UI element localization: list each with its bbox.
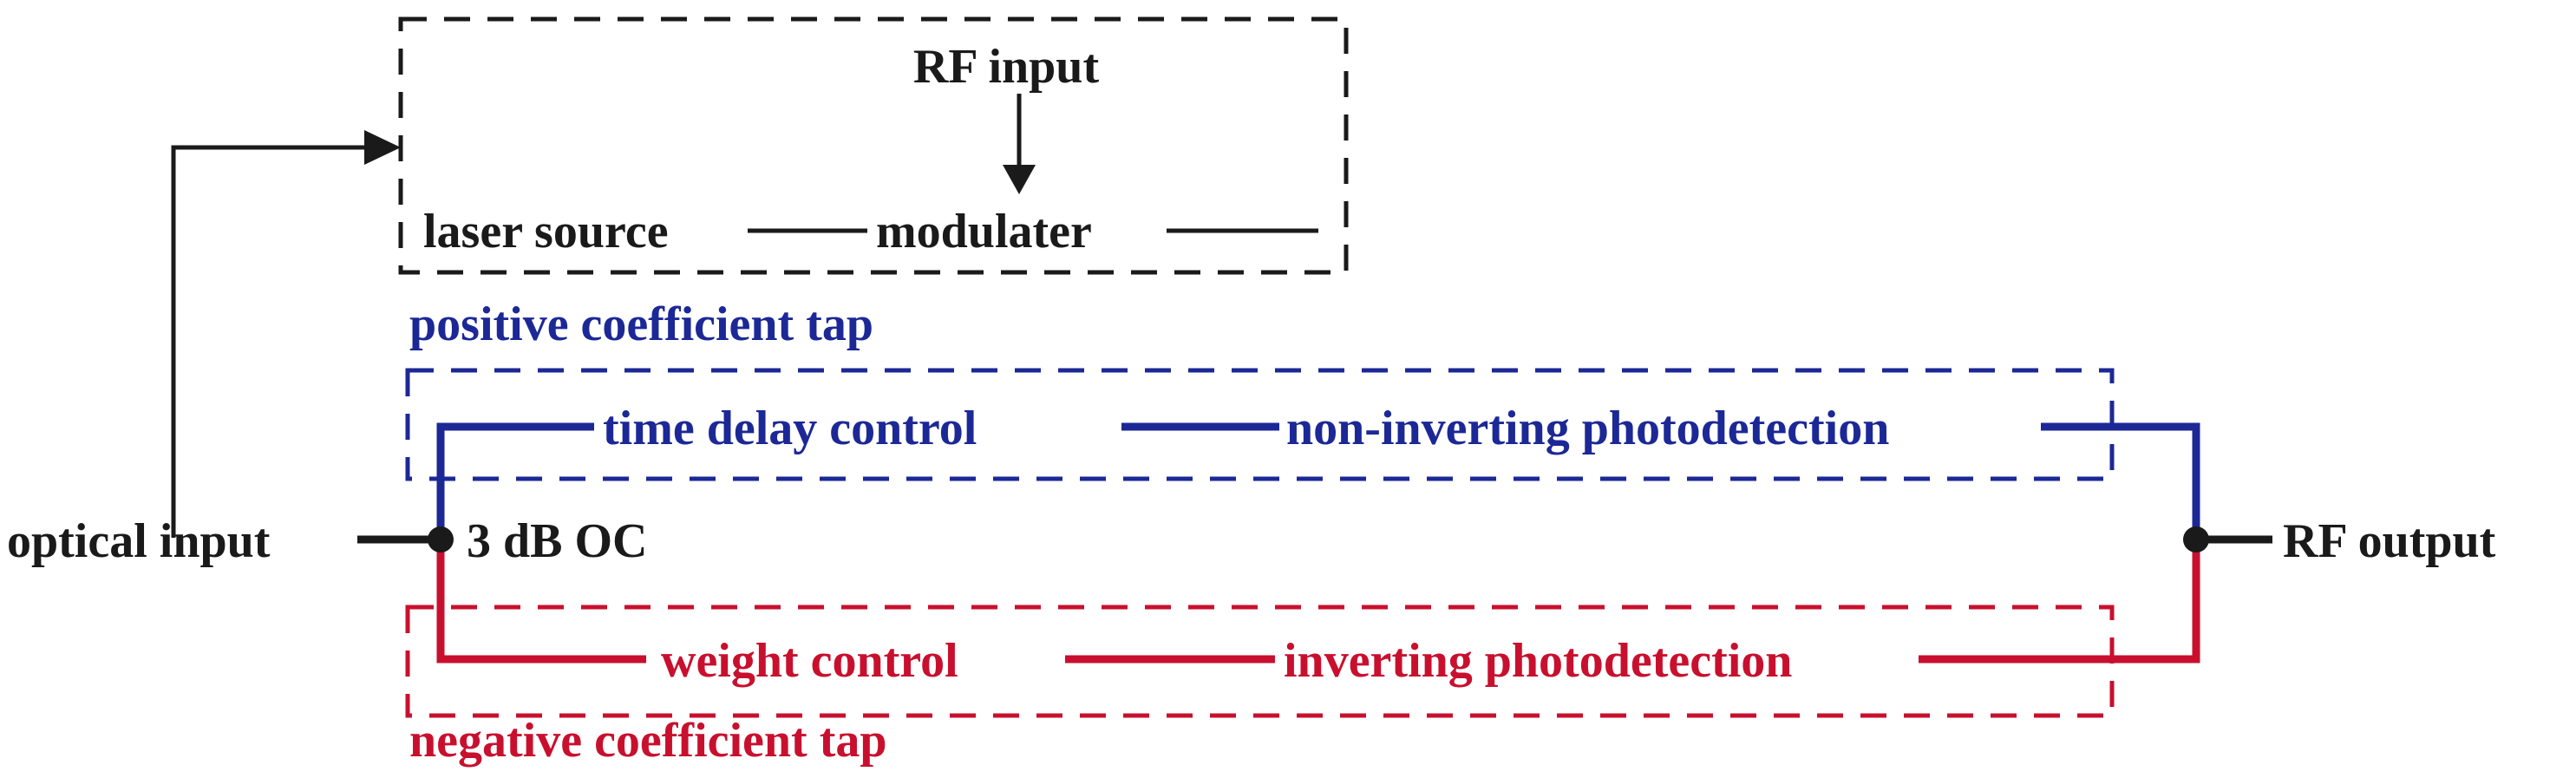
inverting-photodetection-label: inverting photodetection <box>1284 634 1792 688</box>
feedback-arrow-head <box>364 130 401 165</box>
rf-output-label: RF output <box>2283 514 2496 568</box>
modulater-label: modulater <box>876 205 1092 258</box>
coupler-label: 3 dB OC <box>467 514 648 568</box>
negative-path-right <box>1919 539 2200 664</box>
positive-path-right <box>2041 422 2200 539</box>
rf-input-label: RF input <box>913 40 1100 94</box>
non-inverting-photodetection-label: non-inverting photodetection <box>1286 402 1889 455</box>
optical-input-label: optical input <box>7 514 271 568</box>
negative-tap-label: negative coefficient tap <box>409 714 886 768</box>
negative-path-left <box>436 539 646 664</box>
positive-path-left <box>436 422 594 539</box>
laser-source-label: laser source <box>423 205 669 258</box>
coupler-junction-dot <box>428 526 454 552</box>
positive-tap-label: positive coefficient tap <box>409 297 873 351</box>
weight-control-label: weight control <box>661 634 958 688</box>
rf-input-arrow-head <box>1003 165 1036 194</box>
optical-input-feedback-line <box>171 145 364 538</box>
source-module-box <box>398 16 1349 275</box>
time-delay-control-label: time delay control <box>603 402 977 455</box>
